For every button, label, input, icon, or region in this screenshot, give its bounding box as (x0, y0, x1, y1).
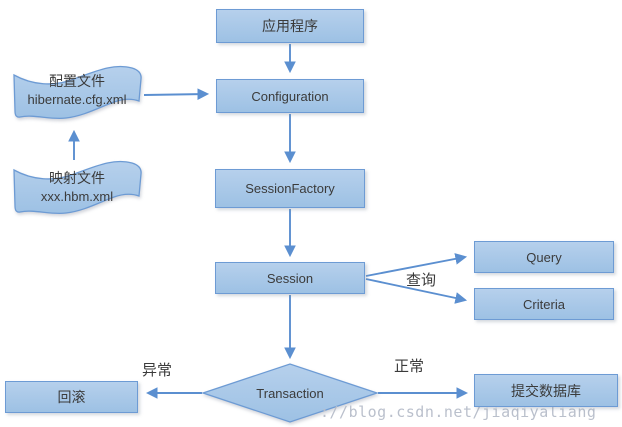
node-criteria: Criteria (474, 288, 614, 320)
node-criteria-label: Criteria (523, 296, 565, 312)
config-file-wave-shape (13, 65, 142, 120)
node-sessionfactory-label: SessionFactory (245, 181, 335, 196)
arrow-configfile-to-configuration (143, 88, 210, 101)
config-file-subtitle: hibernate.cfg.xml (27, 92, 127, 108)
mapping-file-title: 映射文件 (49, 170, 105, 186)
transaction-diamond (200, 363, 380, 423)
arrow-session-to-query (365, 253, 468, 277)
edge-label-query: 查询 (406, 272, 437, 289)
node-commit-database: 提交数据库 (474, 374, 618, 407)
mapping-file-wave-shape (13, 160, 142, 215)
node-session: Session (215, 262, 365, 294)
node-mapping-file: 映射文件 xxx.hbm.xml (14, 168, 140, 207)
node-rollback-label: 回滚 (57, 389, 86, 405)
node-query: Query (474, 241, 614, 273)
node-sessionfactory: SessionFactory (215, 169, 365, 208)
node-application-label: 应用程序 (262, 18, 318, 34)
node-transaction-label: Transaction (256, 385, 324, 401)
mapping-file-subtitle: xxx.hbm.xml (40, 189, 114, 205)
arrow-session-to-criteria (365, 278, 468, 304)
csdn-watermark: ://blog.csdn.net/jiaqiyaliang (320, 403, 597, 421)
node-query-label: Query (526, 249, 562, 265)
edge-label-exception: 异常 (142, 362, 173, 379)
node-configuration: Configuration (216, 79, 364, 113)
edge-label-normal: 正常 (394, 358, 425, 375)
node-rollback: 回滚 (5, 381, 138, 413)
node-application: 应用程序 (216, 9, 364, 43)
config-file-title: 配置文件 (49, 73, 105, 89)
node-commit-database-label: 提交数据库 (511, 382, 581, 399)
node-config-file: 配置文件 hibernate.cfg.xml (14, 71, 140, 110)
node-session-label: Session (266, 270, 314, 286)
node-configuration-label: Configuration (251, 88, 329, 104)
